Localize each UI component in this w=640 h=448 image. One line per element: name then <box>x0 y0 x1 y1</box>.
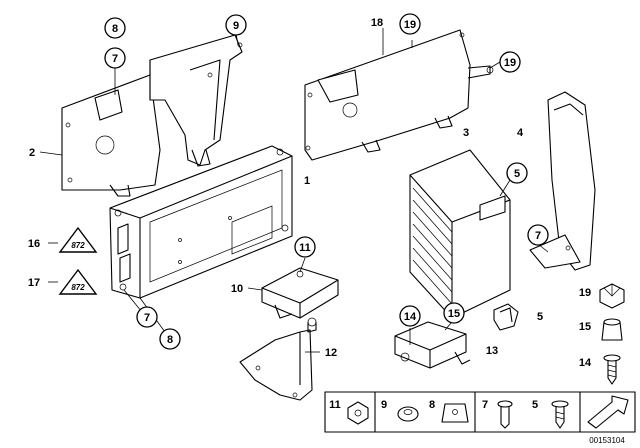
svg-text:17: 17 <box>28 277 40 289</box>
svg-text:16: 16 <box>28 238 40 250</box>
bracket-9-tall <box>149 34 243 167</box>
part-label-7-top: 7 <box>104 47 126 69</box>
arrow-icon <box>587 395 629 429</box>
part-label-9-top: 9 <box>225 14 247 36</box>
part-label-18: 18 <box>371 17 383 29</box>
svg-text:14: 14 <box>579 357 592 369</box>
part-label-19-top: 19 <box>399 13 421 35</box>
bracket-2-left-plate <box>61 74 161 197</box>
svg-text:3: 3 <box>463 127 469 139</box>
part-label-14: 14 <box>399 305 421 327</box>
part-label-15: 15 <box>443 302 465 324</box>
svg-text:12: 12 <box>325 347 337 359</box>
legend-item-8: 8 <box>429 399 469 423</box>
svg-text:19: 19 <box>579 287 591 299</box>
svg-text:18: 18 <box>371 17 383 29</box>
part-label-17: 17 <box>28 277 40 289</box>
document-number: 00153104 <box>589 436 625 445</box>
legend-strip <box>324 391 636 433</box>
part-label-4: 4 <box>517 127 524 139</box>
part-label-3: 3 <box>463 127 469 139</box>
part-label-11: 11 <box>294 236 316 258</box>
module-10 <box>261 267 339 319</box>
svg-text:10: 10 <box>231 283 243 295</box>
svg-text:11: 11 <box>329 399 341 411</box>
svg-text:7: 7 <box>482 399 488 411</box>
svg-text:14: 14 <box>404 311 417 323</box>
svg-text:7: 7 <box>535 230 541 242</box>
part-label-12: 12 <box>325 347 337 359</box>
part-label-19-right: 19 <box>499 51 521 73</box>
svg-text:5: 5 <box>532 399 538 411</box>
grommet-15-icon <box>601 318 623 341</box>
control-unit-1 <box>109 145 293 299</box>
part-label-1: 1 <box>304 175 310 187</box>
svg-text:9: 9 <box>233 20 239 32</box>
part-label-2: 2 <box>29 147 35 159</box>
svg-text:8: 8 <box>167 334 173 346</box>
side-label-19: 19 <box>579 287 591 299</box>
legend-item-7: 7 <box>482 399 513 429</box>
svg-text:2: 2 <box>29 147 35 159</box>
bracket-12 <box>239 317 317 401</box>
svg-text:15: 15 <box>448 308 460 320</box>
sensor-13 <box>394 321 471 369</box>
svg-text:15: 15 <box>579 321 591 333</box>
amplifier-3-heatsink <box>409 149 511 319</box>
part-label-10: 10 <box>231 283 243 295</box>
screw-14-icon <box>603 354 621 385</box>
svg-text:4: 4 <box>517 127 524 139</box>
svg-text:5: 5 <box>514 168 520 180</box>
warning-label-16: 872 <box>58 226 98 253</box>
svg-text:1: 1 <box>304 175 310 187</box>
legend-item-11: 11 <box>329 399 369 425</box>
part-label-13: 13 <box>486 345 498 357</box>
svg-text:19: 19 <box>504 57 516 69</box>
part-label-16: 16 <box>28 238 40 250</box>
part-label-8-top: 8 <box>104 17 126 39</box>
svg-text:7: 7 <box>144 312 150 324</box>
svg-text:13: 13 <box>486 345 498 357</box>
side-label-15: 15 <box>579 321 591 333</box>
svg-text:8: 8 <box>429 399 435 411</box>
svg-text:5: 5 <box>537 311 543 323</box>
svg-text:11: 11 <box>299 242 311 254</box>
part-label-8-bottom: 8 <box>159 328 181 350</box>
svg-text:872: 872 <box>71 241 85 250</box>
warning-label-17: 872 <box>58 268 98 295</box>
side-label-14: 14 <box>579 357 592 369</box>
bracket-18-right-plate <box>304 29 494 161</box>
svg-text:872: 872 <box>71 283 85 292</box>
nut-19-icon <box>599 283 625 309</box>
legend-item-9: 9 <box>381 399 419 422</box>
part-label-5-clip: 5 <box>537 311 543 323</box>
svg-text:9: 9 <box>381 399 387 411</box>
side-cover-4 <box>529 91 596 271</box>
part-label-7-right: 7 <box>527 224 549 246</box>
legend-item-5: 5 <box>532 399 569 429</box>
svg-text:7: 7 <box>112 53 118 65</box>
part-label-5-amp: 5 <box>506 162 528 184</box>
svg-text:8: 8 <box>112 23 118 35</box>
svg-text:00153104: 00153104 <box>589 436 625 445</box>
clip-6 <box>493 303 519 331</box>
svg-text:19: 19 <box>404 19 416 31</box>
part-label-7-bottom: 7 <box>136 306 158 328</box>
